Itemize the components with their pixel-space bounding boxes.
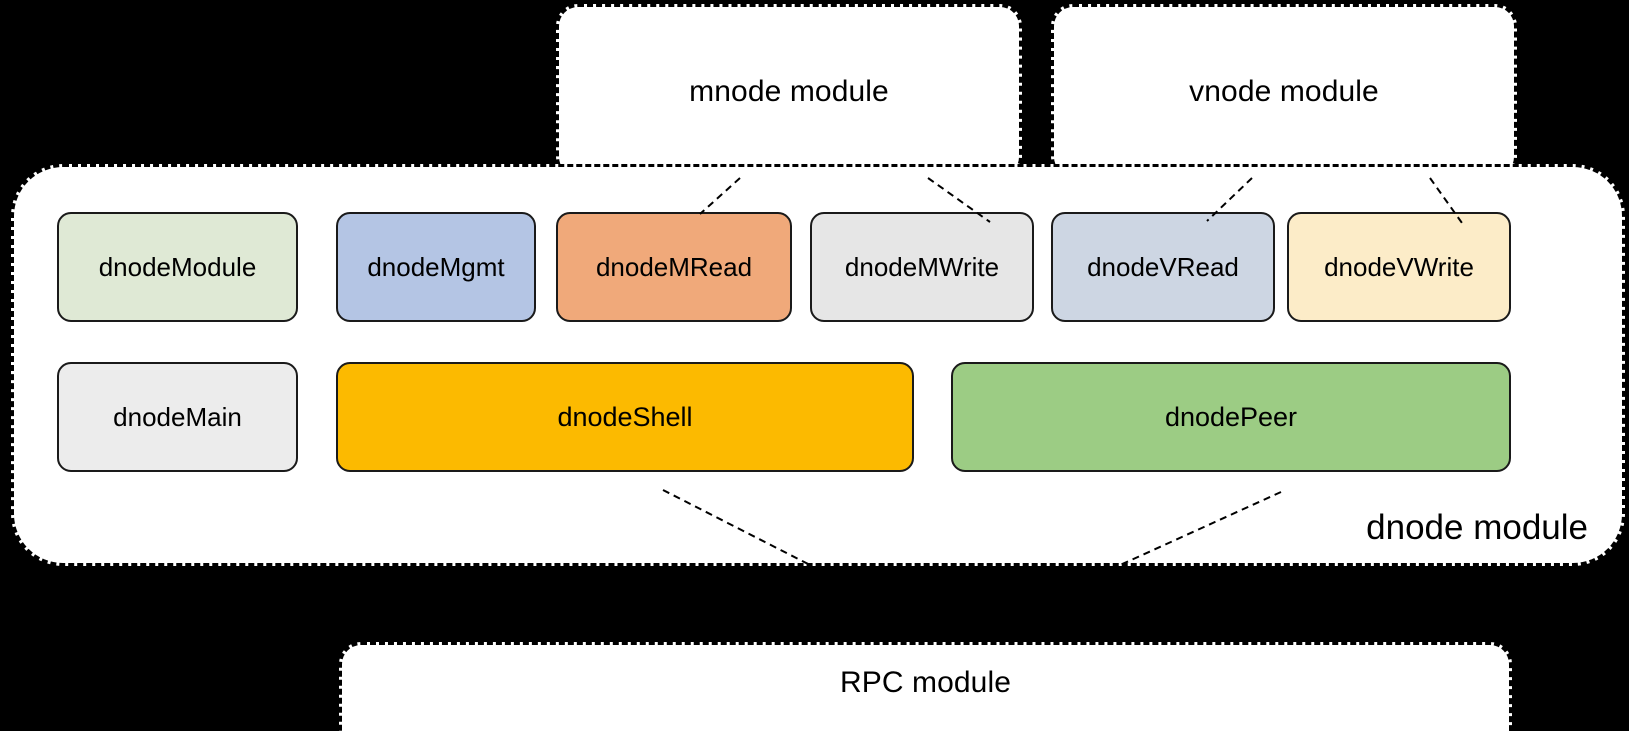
component-label-dnodeMRead: dnodeMRead [595, 252, 753, 282]
component-dnodeVWrite[interactable]: dnodeVWrite [1287, 212, 1511, 322]
rpc-module-label: RPC module [839, 666, 1012, 699]
component-dnodeShell[interactable]: dnodeShell [336, 362, 914, 472]
component-dnodeMgmt[interactable]: dnodeMgmt [336, 212, 536, 322]
component-dnodeModule[interactable]: dnodeModule [57, 212, 298, 322]
component-dnodeVRead[interactable]: dnodeVRead [1051, 212, 1275, 322]
component-dnodeMain[interactable]: dnodeMain [57, 362, 298, 472]
component-dnodePeer[interactable]: dnodePeer [951, 362, 1511, 472]
component-label-dnodeModule: dnodeModule [98, 252, 257, 282]
vnode-module-label: vnode module [1189, 74, 1379, 108]
mnode-module-label: mnode module [689, 74, 889, 108]
component-dnodeMWrite[interactable]: dnodeMWrite [810, 212, 1034, 322]
component-label-dnodeShell: dnodeShell [557, 401, 693, 432]
component-label-dnodeVWrite: dnodeVWrite [1324, 252, 1474, 282]
component-dnodeMRead[interactable]: dnodeMRead [556, 212, 792, 322]
component-label-dnodeMWrite: dnodeMWrite [844, 252, 1000, 282]
mnode-module-box[interactable]: mnode module [556, 4, 1022, 179]
component-label-dnodeMain: dnodeMain [113, 402, 242, 432]
vnode-module-box[interactable]: vnode module [1051, 4, 1517, 179]
component-label-dnodeVRead: dnodeVRead [1087, 252, 1239, 282]
dnode-module-label: dnode module [1366, 508, 1588, 547]
component-label-dnodeMgmt: dnodeMgmt [367, 252, 505, 282]
rpc-module-box[interactable]: RPC module [339, 642, 1512, 731]
component-label-dnodePeer: dnodePeer [1164, 401, 1298, 432]
